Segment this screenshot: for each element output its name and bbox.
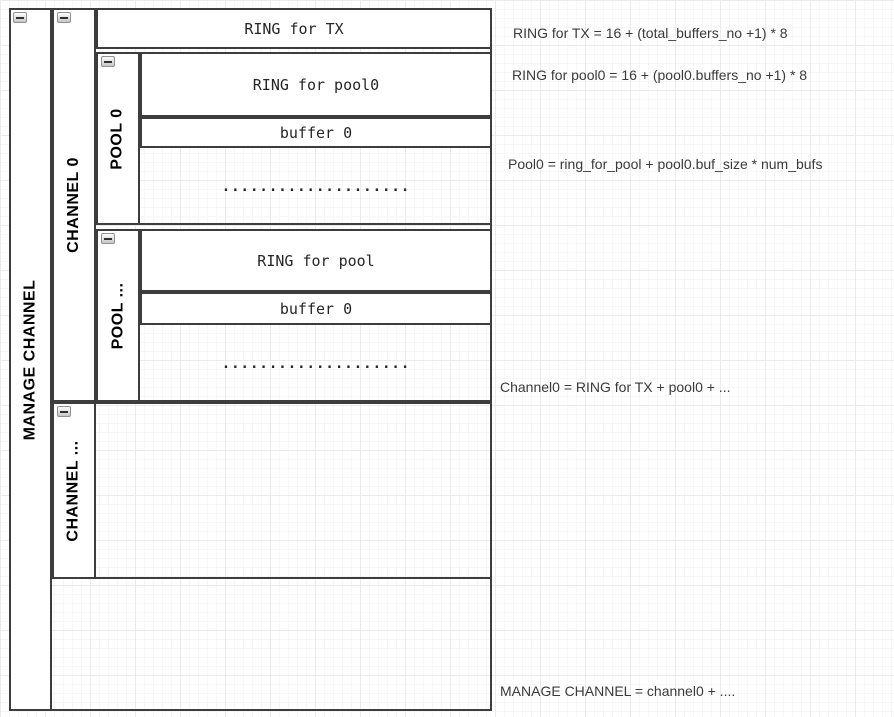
pool-n-ellipsis: .................... bbox=[221, 355, 411, 372]
pool-n-more-buffers-box[interactable]: .................... bbox=[140, 325, 492, 402]
annotation-ring-for-pool0: RING for pool0 = 16 + (pool0.buffers_no … bbox=[512, 67, 808, 83]
pool0-buffer-box[interactable]: buffer 0 bbox=[140, 117, 492, 148]
annotation-pool0: Pool0 = ring_for_pool + pool0.buf_size *… bbox=[508, 156, 823, 172]
channel-n-collapse-icon[interactable] bbox=[57, 406, 71, 417]
pool0-label-strip[interactable] bbox=[96, 52, 140, 225]
channel0-label-strip[interactable] bbox=[52, 8, 96, 402]
pool0-ellipsis: .................... bbox=[221, 178, 411, 195]
pool0-more-buffers-box[interactable]: .................... bbox=[140, 148, 492, 225]
annotation-channel0: Channel0 = RING for TX + pool0 + ... bbox=[500, 379, 731, 395]
manage-channel-label-strip[interactable] bbox=[9, 8, 52, 711]
pool0-buffer-label: buffer 0 bbox=[279, 123, 353, 142]
channel-n-label-strip[interactable] bbox=[52, 402, 96, 579]
manage-channel-collapse-icon[interactable] bbox=[13, 12, 27, 23]
pool-n-label-strip[interactable] bbox=[96, 229, 140, 402]
ring-for-tx-label: RING for TX bbox=[244, 19, 344, 38]
annotation-ring-for-tx: RING for TX = 16 + (total_buffers_no +1)… bbox=[513, 25, 788, 41]
pool-n-buffer-label: buffer 0 bbox=[279, 299, 353, 318]
pool0-ring-label: RING for pool0 bbox=[252, 75, 380, 94]
pool-n-buffer-box[interactable]: buffer 0 bbox=[140, 292, 492, 325]
channel-n-container[interactable] bbox=[52, 402, 492, 579]
pool-n-ring-box[interactable]: RING for pool bbox=[140, 229, 492, 292]
pool-n-collapse-icon[interactable] bbox=[101, 233, 115, 244]
pool0-ring-box[interactable]: RING for pool0 bbox=[140, 52, 492, 117]
annotation-manage-channel: MANAGE CHANNEL = channel0 + .... bbox=[500, 683, 736, 699]
ring-for-tx-box[interactable]: RING for TX bbox=[96, 8, 492, 49]
pool-n-ring-label: RING for pool bbox=[257, 251, 375, 270]
channel0-collapse-icon[interactable] bbox=[57, 12, 71, 23]
pool0-collapse-icon[interactable] bbox=[101, 56, 115, 67]
